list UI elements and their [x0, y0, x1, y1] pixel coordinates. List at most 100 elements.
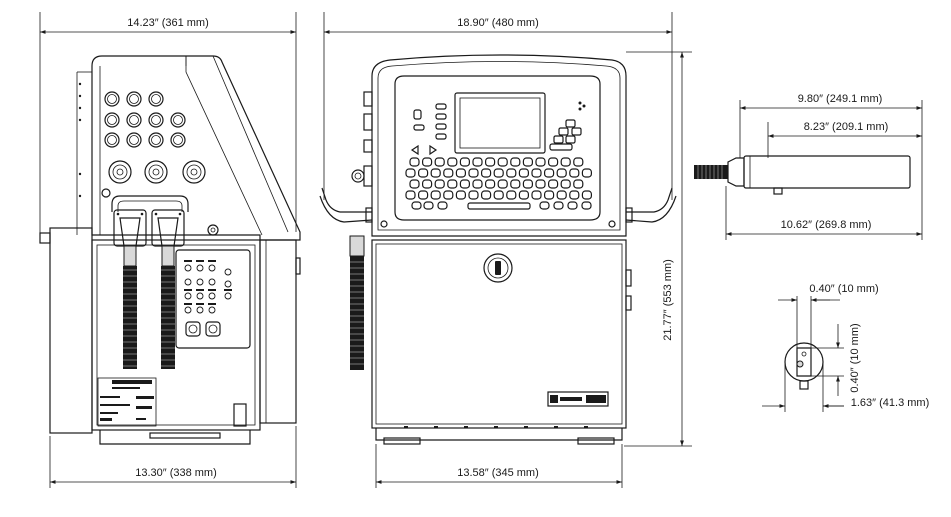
keyboard-key: [418, 190, 429, 200]
keyboard-key: [472, 179, 483, 189]
head-length-3-label: 10.62″ (269.8 mm): [781, 219, 872, 231]
side-large-ports: [101, 160, 219, 236]
keyboard-key: [522, 157, 534, 167]
keyboard-key: [443, 168, 454, 178]
front-height-dimension: 21.77″ (553 mm): [624, 51, 692, 447]
front-view: 18.90″ (480 mm): [319, 12, 692, 488]
front-door-lock: [483, 253, 513, 283]
keyboard-key: [543, 168, 555, 178]
front-width-top-label: 18.90″ (480 mm): [457, 17, 539, 29]
keyboard-key: [422, 179, 433, 189]
keyboard-key: [560, 157, 571, 167]
side-label-plate: [97, 377, 157, 427]
side-view: 14.23″ (361 mm): [39, 12, 301, 488]
keyboard-key: [437, 201, 448, 210]
keyboard-key: [481, 168, 492, 178]
front-width-bottom-label: 13.58″ (345 mm): [457, 467, 539, 479]
head-end-height-label: 0.40″ (10 mm): [849, 323, 861, 392]
printhead-side-view: 9.80″ (249.1 mm) 8.23″ (209.1 mm) 10.62″…: [694, 93, 923, 240]
keyboard-key: [556, 168, 567, 178]
keyboard-key: [522, 179, 534, 189]
front-spacebar: [467, 202, 531, 210]
keyboard-key: [472, 157, 483, 167]
keyboard-key: [493, 190, 504, 200]
front-width-bottom-dimension: 13.58″ (345 mm): [375, 444, 623, 488]
keyboard-key: [430, 168, 441, 178]
keyboard-key: [539, 201, 550, 210]
keyboard-key: [573, 157, 584, 167]
keyboard-key: [447, 179, 458, 189]
keyboard-key: [553, 201, 564, 210]
keyboard-key: [531, 190, 542, 200]
head-length-1-label: 9.80″ (249.1 mm): [798, 93, 883, 105]
side-fluid-fittings: [113, 209, 185, 247]
side-left-panel: [49, 227, 93, 434]
keyboard-key: [409, 157, 420, 167]
keyboard-key: [497, 179, 508, 189]
keyboard-key: [434, 179, 445, 189]
keyboard-key: [567, 201, 578, 210]
keyboard-key: [535, 157, 546, 167]
keyboard-key: [497, 157, 508, 167]
front-left-conduit: [349, 235, 365, 370]
keyboard-key: [481, 190, 492, 200]
keyboard-key: [556, 190, 567, 200]
front-keyboard: [405, 157, 593, 210]
front-right-keys: [549, 101, 586, 151]
front-left-handle: [321, 187, 372, 213]
keyboard-key: [459, 157, 470, 167]
keyboard-key: [418, 168, 429, 178]
keyboard-key: [455, 190, 466, 200]
head-diameter-dimension: 1.63″ (41.3 mm): [762, 362, 929, 412]
front-right-handle: [626, 187, 673, 213]
keyboard-key: [510, 157, 521, 167]
keyboard-key: [547, 179, 559, 189]
head-length-2-label: 8.23″ (209.1 mm): [804, 121, 889, 133]
keyboard-key: [468, 190, 479, 200]
keyboard-key: [518, 168, 530, 178]
keyboard-key: [443, 190, 454, 200]
front-display-screen: [454, 92, 546, 154]
keyboard-key: [581, 201, 592, 210]
side-handle-loop: [111, 195, 189, 212]
head-end-width-label: 0.40″ (10 mm): [809, 283, 878, 295]
keyboard-key: [506, 190, 517, 200]
keyboard-key: [405, 168, 416, 178]
side-width-top-dimension: 14.23″ (361 mm): [39, 12, 297, 240]
keyboard-key: [434, 157, 445, 167]
keyboard-key: [430, 190, 441, 200]
front-width-top-dimension: 18.90″ (480 mm): [323, 12, 673, 200]
keyboard-key: [569, 190, 580, 200]
keyboard-key: [405, 190, 416, 200]
keyboard-key: [547, 157, 559, 167]
side-conduits: [123, 245, 175, 369]
printhead-end-circle: [784, 342, 824, 382]
keyboard-key: [560, 179, 571, 189]
keyboard-key: [485, 157, 496, 167]
keyboard-key: [573, 179, 584, 189]
head-end-height-dimension: 0.40″ (10 mm): [806, 323, 861, 396]
keyboard-key: [543, 190, 555, 200]
front-base: [375, 428, 623, 441]
keyboard-key: [506, 168, 517, 178]
keyboard-key: [485, 179, 496, 189]
front-left-keys: [410, 103, 447, 156]
side-connector-plate: [175, 249, 251, 349]
printhead-body: [743, 155, 911, 189]
keyboard-key: [493, 168, 504, 178]
side-rail-holes: [78, 82, 82, 198]
keyboard-key: [535, 179, 546, 189]
keyboard-key: [447, 157, 458, 167]
keyboard-key: [531, 168, 542, 178]
side-width-bottom-label: 13.30″ (338 mm): [135, 467, 217, 479]
head-end-width-dimension: 0.40″ (10 mm): [778, 283, 879, 354]
head-diameter-label: 1.63″ (41.3 mm): [851, 397, 929, 409]
keyboard-key: [455, 168, 466, 178]
front-lower-cabinet: [371, 239, 627, 429]
front-brand-plate: [547, 391, 609, 407]
keyboard-key: [510, 179, 521, 189]
keyboard-key: [518, 190, 530, 200]
printhead-length-dimensions: 9.80″ (249.1 mm) 8.23″ (209.1 mm) 10.62″…: [725, 93, 923, 240]
side-upper-body-outline: [91, 55, 301, 241]
